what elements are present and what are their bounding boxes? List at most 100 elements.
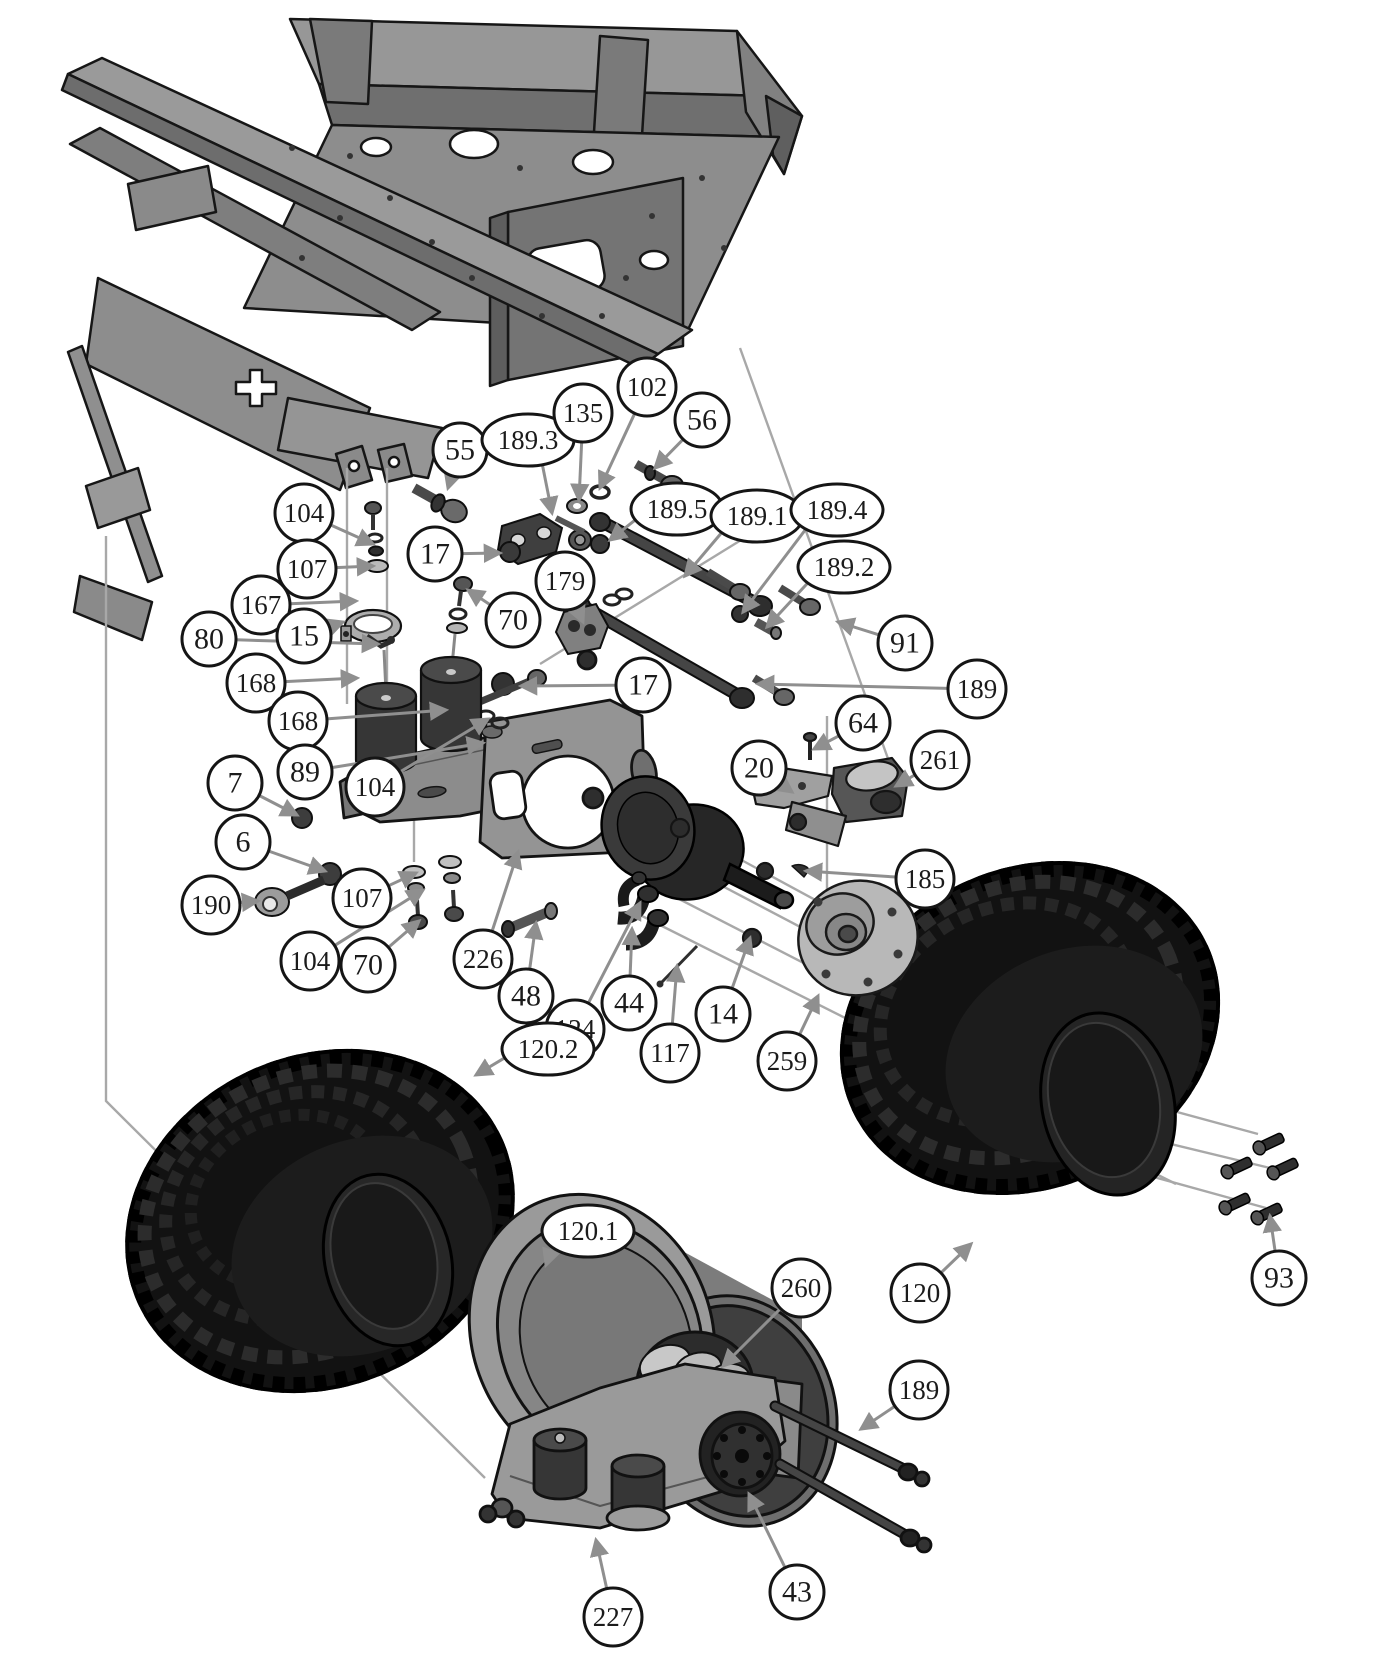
drive-motor-43: [698, 1410, 782, 1498]
svg-text:179: 179: [545, 566, 586, 596]
svg-text:189.1: 189.1: [727, 501, 788, 531]
svg-text:102: 102: [627, 372, 668, 402]
svg-text:120.1: 120.1: [558, 1216, 619, 1246]
svg-text:120: 120: [900, 1278, 941, 1308]
callout-261-32: 261: [909, 729, 971, 791]
lower-fasteners: [254, 807, 558, 938]
leader-107-25: [387, 870, 419, 889]
leader-189.5-9: [607, 518, 637, 543]
leader-124-37: [586, 900, 642, 1004]
callout-64-30: 64: [834, 694, 892, 752]
svg-text:91: 91: [890, 627, 920, 660]
leader-120.1-42: [542, 1246, 561, 1269]
diagram-canvas: 55189.31351025610410717179189.5189.1189.…: [60, 17, 1308, 1648]
leader-102-3: [598, 412, 637, 491]
callout-7-22: 7: [206, 754, 264, 812]
callout-227-47: 227: [582, 1586, 644, 1648]
svg-text:17: 17: [420, 538, 450, 571]
callout-168-19: 168: [267, 690, 329, 752]
callout-14-40: 14: [694, 985, 752, 1043]
callout-89-20: 89: [276, 743, 334, 801]
svg-text:260: 260: [781, 1273, 822, 1303]
svg-text:55: 55: [445, 434, 475, 467]
leader-55-0: [443, 469, 463, 492]
callout-189.3-1: 189.3: [480, 412, 576, 468]
svg-text:14: 14: [708, 998, 738, 1031]
callout-17-7: 17: [406, 525, 464, 583]
leader-17-7: [461, 543, 504, 563]
leader-7-22: [258, 794, 300, 817]
leader-43-48: [747, 1491, 787, 1569]
suspension-bumpers: [340, 608, 483, 775]
hub-rotor: [797, 879, 919, 997]
leader-260-43: [720, 1307, 782, 1369]
callout-55-0: 55: [431, 421, 489, 479]
leader-189-14: [754, 674, 949, 695]
callout-185-33: 185: [894, 848, 956, 910]
svg-text:15: 15: [289, 620, 319, 653]
leader-189-46: [858, 1404, 896, 1431]
callout-107-6: 107: [276, 538, 338, 600]
callout-189.4-11: 189.4: [789, 482, 885, 538]
callout-179-8: 179: [534, 550, 596, 612]
svg-text:189.3: 189.3: [498, 425, 559, 455]
axle-carrier: [478, 1362, 933, 1554]
leader-189.2-12: [764, 581, 809, 630]
svg-text:190: 190: [191, 890, 232, 920]
leader-6-23: [267, 849, 329, 875]
leader-56-4: [652, 438, 685, 471]
callout-120.1-42: 120.1: [540, 1203, 636, 1259]
svg-text:93: 93: [1264, 1262, 1294, 1295]
lug-bolts: [1218, 1132, 1299, 1226]
leader-15-16: [324, 618, 347, 637]
leader-185-33: [802, 862, 897, 882]
svg-text:189.4: 189.4: [807, 495, 868, 525]
callout-168-18: 168: [225, 652, 287, 714]
leader-179-8: [567, 603, 586, 625]
svg-text:189: 189: [957, 674, 998, 704]
callout-104-5: 104: [273, 482, 335, 544]
svg-text:189: 189: [899, 1375, 940, 1405]
leader-107-6: [335, 556, 377, 577]
leader-190-24: [239, 892, 262, 913]
leader-48-35: [524, 919, 544, 970]
callout-56-4: 56: [673, 391, 731, 449]
callout-189.1-10: 189.1: [709, 488, 805, 544]
svg-text:48: 48: [511, 980, 541, 1013]
callout-70-28: 70: [484, 591, 542, 649]
svg-text:167: 167: [241, 590, 282, 620]
leader-120.2-38: [473, 1056, 506, 1077]
svg-text:107: 107: [287, 554, 328, 584]
callout-189.2-12: 189.2: [796, 539, 892, 595]
callout-120-44: 120: [889, 1262, 951, 1324]
svg-text:7: 7: [228, 767, 243, 800]
svg-text:117: 117: [650, 1038, 690, 1068]
callout-167-15: 167: [230, 574, 292, 636]
callout-226-34: 226: [452, 928, 514, 990]
leader-259-41: [798, 993, 820, 1036]
callout-17-29: 17: [614, 656, 672, 714]
left-tire: [125, 1048, 515, 1394]
svg-text:104: 104: [284, 498, 325, 528]
leader-104-21: [399, 717, 491, 774]
leader-189.4-11: [741, 528, 808, 615]
svg-text:70: 70: [353, 949, 383, 982]
callout-117-39: 117: [639, 1022, 701, 1084]
chassis-frame: [60, 17, 804, 642]
callout-135-2: 135: [552, 382, 614, 444]
svg-text:168: 168: [236, 668, 277, 698]
leader-70-27: [387, 918, 422, 949]
leader-91-13: [834, 617, 880, 637]
svg-text:43: 43: [782, 1576, 812, 1609]
leader-70-28: [465, 588, 492, 608]
svg-text:107: 107: [342, 883, 383, 913]
callout-15-16: 15: [275, 607, 333, 665]
leader-261-32: [893, 769, 916, 788]
callout-43-48: 43: [768, 1563, 826, 1621]
svg-text:6: 6: [236, 826, 251, 859]
svg-text:168: 168: [278, 706, 319, 736]
leader-227-47: [589, 1536, 610, 1590]
leader-167-15: [289, 591, 360, 612]
callout-189-14: 189: [946, 658, 1008, 720]
